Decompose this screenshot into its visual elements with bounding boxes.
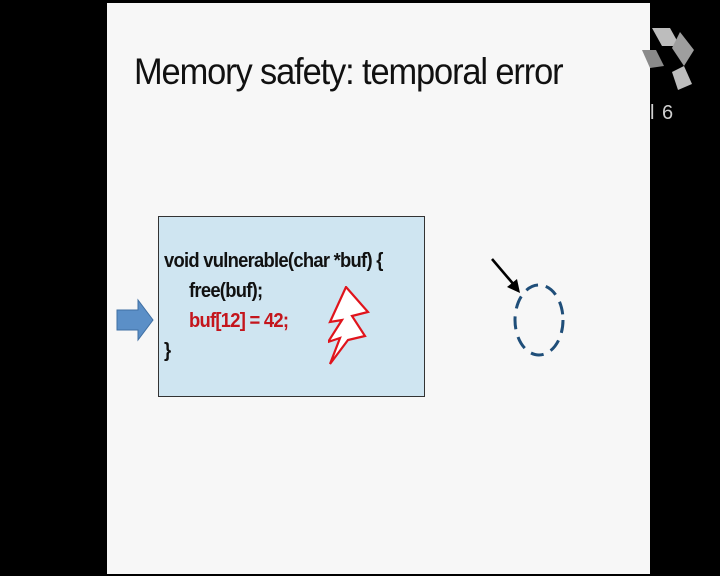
code-line-function-signature: void vulnerable(char *buf) {: [164, 250, 383, 272]
code-line-free-call: free(buf);: [189, 280, 263, 302]
logo-text: l 6: [650, 102, 675, 124]
channel-logo-icon: [642, 28, 694, 90]
right-arrow-icon: [116, 298, 154, 342]
lightning-bolt-icon: [328, 286, 370, 365]
code-line-closing-brace: }: [164, 340, 171, 362]
slide: Memory safety: temporal error void vulne…: [107, 3, 650, 574]
freed-memory-circle-icon: [513, 283, 565, 357]
code-line-use-after-free: buf[12] = 42;: [189, 310, 289, 332]
code-box: void vulnerable(char *buf) { free(buf); …: [158, 216, 425, 397]
slide-title: Memory safety: temporal error: [134, 51, 564, 92]
pointer-arrow-icon: [491, 258, 520, 293]
